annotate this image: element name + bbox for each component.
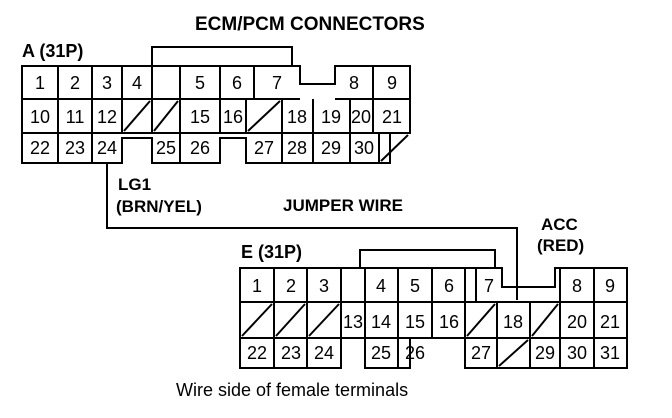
connector-a-pin: 22 bbox=[30, 138, 50, 158]
connector-a-pin: 21 bbox=[382, 107, 402, 127]
connector-e-pin: 9 bbox=[605, 276, 615, 296]
connector-a: A (31P) bbox=[21, 41, 411, 164]
connector-e-pin: 29 bbox=[535, 343, 555, 363]
connector-e-pin: 30 bbox=[567, 343, 587, 363]
connector-a-pin: 12 bbox=[97, 107, 117, 127]
connector-a-pin: 3 bbox=[102, 73, 112, 93]
wire-e-color: (RED) bbox=[537, 236, 584, 255]
wire-e-label: ACC bbox=[541, 215, 578, 234]
connector-e-pin: 7 bbox=[484, 276, 494, 296]
connector-a-pin: 18 bbox=[287, 107, 307, 127]
connector-a-row3: 22 23 24 25 26 27 28 29 30 bbox=[30, 138, 374, 158]
connector-e-row1: 1 2 3 4 5 6 7 8 9 bbox=[252, 276, 615, 296]
connector-e-pin: 3 bbox=[319, 276, 329, 296]
connector-a-pin: 23 bbox=[65, 138, 85, 158]
connector-e-pin: 22 bbox=[247, 343, 267, 363]
connector-a-pin: 24 bbox=[97, 138, 117, 158]
connector-a-pin: 16 bbox=[223, 107, 243, 127]
connector-e-pin: 13 bbox=[343, 312, 363, 332]
connector-e-pin: 16 bbox=[439, 312, 459, 332]
connector-e-pin: 20 bbox=[567, 312, 587, 332]
connector-e-row3: 22 23 24 25 26 27 29 30 31 bbox=[247, 343, 620, 363]
connector-e-pin: 27 bbox=[471, 343, 491, 363]
connector-a-blank-cavity bbox=[153, 100, 179, 132]
connector-e-pin: 18 bbox=[503, 312, 523, 332]
connector-a-key bbox=[151, 46, 293, 66]
connector-e-blank-cavity bbox=[241, 303, 273, 337]
wire-a-label: LG1 bbox=[118, 175, 151, 194]
connector-e-pin: 2 bbox=[286, 276, 296, 296]
connector-e-blank-cavity bbox=[531, 303, 559, 337]
connector-a-pin: 6 bbox=[232, 73, 242, 93]
connector-e-blank-cavity bbox=[466, 303, 496, 337]
connector-e-pin: 26 bbox=[405, 343, 425, 363]
connector-e-pin: 8 bbox=[572, 276, 582, 296]
diagram-caption: Wire side of female terminals bbox=[176, 380, 408, 400]
connector-a-pin: 20 bbox=[351, 107, 371, 127]
connector-e-pin: 14 bbox=[371, 312, 391, 332]
connector-a-pin: 11 bbox=[66, 107, 85, 127]
jumper-wire-label: JUMPER WIRE bbox=[283, 196, 403, 215]
wire-a-color: (BRN/YEL) bbox=[116, 197, 202, 216]
connector-a-pin: 9 bbox=[387, 73, 397, 93]
connector-a-pin: 5 bbox=[195, 73, 205, 93]
connector-a-pin: 8 bbox=[349, 73, 359, 93]
diagram-title: ECM/PCM CONNECTORS bbox=[195, 14, 425, 35]
connector-e-pin: 24 bbox=[314, 343, 334, 363]
connector-e-pin: 21 bbox=[600, 312, 620, 332]
connector-a-pin: 19 bbox=[321, 107, 341, 127]
connector-a-row1: 1 2 3 4 5 6 7 8 9 bbox=[35, 73, 397, 93]
connector-e-pin: 6 bbox=[444, 276, 454, 296]
connector-a-outline bbox=[21, 65, 411, 164]
connector-a-pin: 4 bbox=[132, 73, 142, 93]
connector-e-pin: 5 bbox=[410, 276, 420, 296]
connector-a-blank-cavity bbox=[247, 100, 281, 132]
connector-a-pin: 27 bbox=[254, 138, 274, 158]
connector-e-label: E (31P) bbox=[241, 242, 302, 262]
jumper-wire-line bbox=[106, 163, 518, 300]
connector-e-blank-cavity bbox=[308, 303, 340, 337]
connector-a-pin: 1 bbox=[35, 73, 45, 93]
connector-e-pin: 15 bbox=[405, 312, 425, 332]
connector-a-pin: 30 bbox=[354, 138, 374, 158]
connector-e-row2: 13 14 15 16 18 20 21 bbox=[343, 312, 620, 332]
jumper-wire: LG1 (BRN/YEL) JUMPER WIRE ACC (RED) bbox=[106, 163, 584, 300]
connector-a-pin: 15 bbox=[190, 107, 210, 127]
connector-a-pin: 29 bbox=[321, 138, 341, 158]
connector-e-pin: 4 bbox=[376, 276, 386, 296]
connector-a-pin: 28 bbox=[287, 138, 307, 158]
connector-a-blank-cavity bbox=[123, 100, 151, 132]
connector-e-blank-cavity bbox=[498, 339, 529, 367]
connector-e-pin: 1 bbox=[252, 276, 262, 296]
connector-e-pin: 23 bbox=[281, 343, 301, 363]
connector-a-pin: 10 bbox=[30, 107, 50, 127]
connector-a-pin: 7 bbox=[272, 73, 282, 93]
connector-a-blank-cavity bbox=[380, 134, 409, 162]
connector-e-pin: 25 bbox=[371, 343, 391, 363]
connector-e-blank-cavity bbox=[275, 303, 306, 337]
connector-e-key bbox=[359, 249, 496, 268]
connector-a-pin: 25 bbox=[156, 138, 176, 158]
connector-a-row2: 10 11 12 15 16 18 19 20 21 bbox=[30, 107, 402, 127]
connector-e: E (31P) bbox=[239, 242, 628, 369]
connector-e-pin: 31 bbox=[600, 343, 620, 363]
connector-a-label: A (31P) bbox=[22, 41, 83, 61]
connector-a-pin: 2 bbox=[70, 73, 80, 93]
connector-a-pin: 26 bbox=[190, 138, 210, 158]
